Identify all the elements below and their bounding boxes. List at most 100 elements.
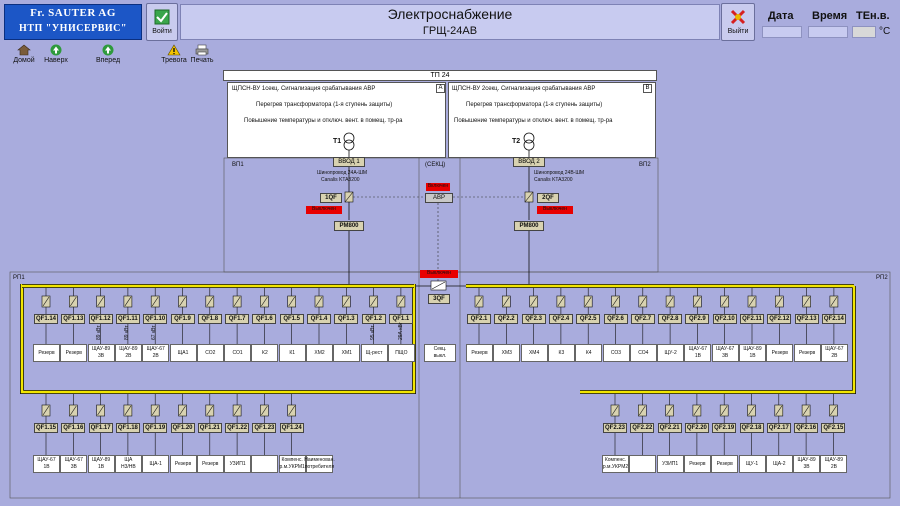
breaker-qf1-5[interactable]: QF1.5 bbox=[279, 314, 304, 324]
breaker-qf2-7[interactable]: QF2.7 bbox=[630, 314, 655, 324]
bus-left bbox=[20, 284, 416, 394]
arrow-forward-icon bbox=[102, 44, 114, 56]
breaker-qf2-5[interactable]: QF2.5 bbox=[576, 314, 601, 324]
page-subtitle: ГРЩ-24АВ bbox=[422, 25, 478, 37]
rp1-top-load-label: СО2 bbox=[196, 344, 224, 362]
section-b-line3: Повышение температуры и отключ. вент. в … bbox=[454, 118, 613, 124]
breaker-qf1-6[interactable]: QF1.6 bbox=[252, 314, 277, 324]
breaker-qf2-11[interactable]: QF2.11 bbox=[740, 314, 764, 324]
breaker-qf2-12[interactable]: QF2.12 bbox=[767, 314, 792, 324]
vvod2-box[interactable]: ВВОД 2 bbox=[513, 157, 545, 167]
rp2-top-load-label: ЩУ-2 bbox=[657, 344, 685, 362]
breaker-qf1-23[interactable]: QF1.23 bbox=[252, 423, 277, 433]
rp1-top-load-label: ПЩО bbox=[387, 344, 415, 362]
page-title: Электроснабжение bbox=[387, 6, 513, 22]
logout-button[interactable]: Выйти bbox=[721, 3, 755, 41]
breaker-qf1-14[interactable]: QF1.14 bbox=[34, 314, 58, 324]
breaker-1qf[interactable]: 1QF bbox=[320, 193, 342, 203]
breaker-qf1-11[interactable]: QF1.11 bbox=[115, 314, 140, 324]
rp1-top-load-label: Резерв bbox=[60, 344, 88, 362]
brand-line1: Fr. SAUTER AG bbox=[30, 7, 116, 19]
breaker-qf2-22[interactable]: QF2.22 bbox=[630, 423, 655, 433]
breaker-qf1-3[interactable]: QF1.3 bbox=[334, 314, 359, 324]
rp1-bottom-breaker-contact bbox=[261, 405, 268, 416]
breaker-qf1-7[interactable]: QF1.7 bbox=[225, 314, 250, 324]
breaker-qf1-18[interactable]: QF1.18 bbox=[115, 423, 140, 433]
rp2-bottom-breaker-contact bbox=[775, 405, 783, 416]
avr-box[interactable]: АВР bbox=[425, 193, 453, 203]
home-icon bbox=[17, 44, 31, 56]
breaker-3qf[interactable]: 3QF bbox=[428, 294, 450, 304]
breaker-qf1-20[interactable]: QF1.20 bbox=[170, 423, 195, 433]
breaker-qf1-24[interactable]: QF1.24 bbox=[279, 423, 304, 433]
title-panel: Электроснабжение ГРЩ-24АВ bbox=[180, 4, 720, 40]
up-button[interactable]: Наверх bbox=[38, 44, 74, 64]
breaker-qf1-13[interactable]: QF1.13 bbox=[61, 314, 86, 324]
breaker-qf2-21[interactable]: QF2.21 bbox=[657, 423, 682, 433]
rp1-bottom-load-label: Наименован. потребителя bbox=[304, 455, 335, 473]
rp2-top-load-label: ЩАУ-89 1В bbox=[739, 344, 766, 362]
vvod1-box[interactable]: ВВОД 1 bbox=[333, 157, 365, 167]
breaker-qf2-10[interactable]: QF2.10 bbox=[712, 314, 737, 324]
breaker-qf2-17[interactable]: QF2.17 bbox=[766, 423, 791, 433]
breaker-qf2-16[interactable]: QF2.16 bbox=[794, 423, 819, 433]
login-icon bbox=[154, 9, 170, 25]
breaker-qf2-14[interactable]: QF2.14 bbox=[821, 314, 846, 324]
breaker-2qf[interactable]: 2QF bbox=[537, 193, 559, 203]
breaker-qf1-10[interactable]: QF1.10 bbox=[143, 314, 168, 324]
pm800-2[interactable]: PM800 bbox=[514, 221, 544, 231]
breaker-qf2-20[interactable]: QF2.20 bbox=[684, 423, 709, 433]
rp2-top-breaker-contact bbox=[503, 296, 510, 307]
breaker-qf2-4[interactable]: QF2.4 bbox=[548, 314, 573, 324]
bus-right-outline bbox=[580, 286, 856, 394]
breaker-qf2-13[interactable]: QF2.13 bbox=[794, 314, 819, 324]
breaker-qf1-17[interactable]: QF1.17 bbox=[88, 423, 113, 433]
breaker-qf2-1[interactable]: QF2.1 bbox=[467, 314, 491, 324]
breaker-1qf-contact bbox=[344, 191, 354, 203]
feeder-breakers bbox=[41, 288, 839, 455]
rp2-bottom-breaker-contact bbox=[720, 405, 728, 416]
rp1-top-breaker-contact bbox=[97, 296, 104, 307]
print-button[interactable]: Печать bbox=[184, 44, 220, 64]
tp-frame bbox=[223, 157, 659, 273]
rp2-top-breaker-contact bbox=[557, 296, 565, 307]
breaker-qf1-21[interactable]: QF1.21 bbox=[197, 423, 222, 433]
breaker-qf2-19[interactable]: QF2.19 bbox=[712, 423, 737, 433]
breaker-qf2-9[interactable]: QF2.9 bbox=[685, 314, 710, 324]
breaker-qf1-12[interactable]: QF1.12 bbox=[88, 314, 113, 324]
home-button[interactable]: Домой bbox=[6, 44, 42, 64]
breaker-qf1-4[interactable]: QF1.4 bbox=[307, 314, 331, 324]
breaker-qf2-8[interactable]: QF2.8 bbox=[658, 314, 683, 324]
t2-label: T2 bbox=[512, 138, 521, 145]
breaker-qf2-2[interactable]: QF2.2 bbox=[494, 314, 519, 324]
rp1-top-breaker-contact bbox=[124, 296, 132, 307]
breaker-qf1-1[interactable]: QF1.1 bbox=[388, 314, 413, 324]
breaker-qf1-9[interactable]: QF1.9 bbox=[170, 314, 195, 324]
rp2-top-breaker-contact bbox=[830, 296, 838, 307]
breaker-qf2-23[interactable]: QF2.23 bbox=[603, 423, 627, 433]
pm800-1[interactable]: PM800 bbox=[334, 221, 364, 231]
rp1-top-breaker-contact bbox=[233, 296, 241, 307]
breaker-qf1-15[interactable]: QF1.15 bbox=[34, 423, 58, 433]
rp1-top-breaker-contact bbox=[179, 296, 186, 307]
rp1-bottom-load-label: ЩАУ-89 1В bbox=[87, 455, 115, 473]
breaker-qf1-22[interactable]: QF1.22 bbox=[225, 423, 250, 433]
breaker-qf2-6[interactable]: QF2.6 bbox=[603, 314, 628, 324]
alarm-button[interactable]: Тревога bbox=[156, 44, 192, 64]
forward-label: Вперед bbox=[95, 57, 121, 64]
breaker-qf1-19[interactable]: QF1.19 bbox=[143, 423, 168, 433]
breaker-qf2-18[interactable]: QF2.18 bbox=[739, 423, 764, 433]
company-logo: Fr. SAUTER AG НТП "УНИСЕРВИС" bbox=[4, 4, 142, 40]
forward-button[interactable]: Вперед bbox=[90, 44, 126, 64]
breaker-qf1-8[interactable]: QF1.8 bbox=[197, 314, 222, 324]
login-button[interactable]: Войти bbox=[146, 3, 178, 41]
rp2-top-load-label: К4 bbox=[575, 344, 603, 362]
rp1-top-load-label: ХМ2 bbox=[306, 344, 333, 362]
breaker-qf1-16[interactable]: QF1.16 bbox=[61, 423, 86, 433]
rp1-top-load-label: Резерв bbox=[33, 344, 60, 362]
breaker-qf2-3[interactable]: QF2.3 bbox=[521, 314, 546, 324]
rp1-top-load-label: ЩА1 bbox=[169, 344, 197, 362]
breaker-qf1-2[interactable]: QF1.2 bbox=[361, 314, 386, 324]
breaker-qf2-15[interactable]: QF2.15 bbox=[821, 423, 846, 433]
alarm-icon bbox=[167, 44, 181, 56]
